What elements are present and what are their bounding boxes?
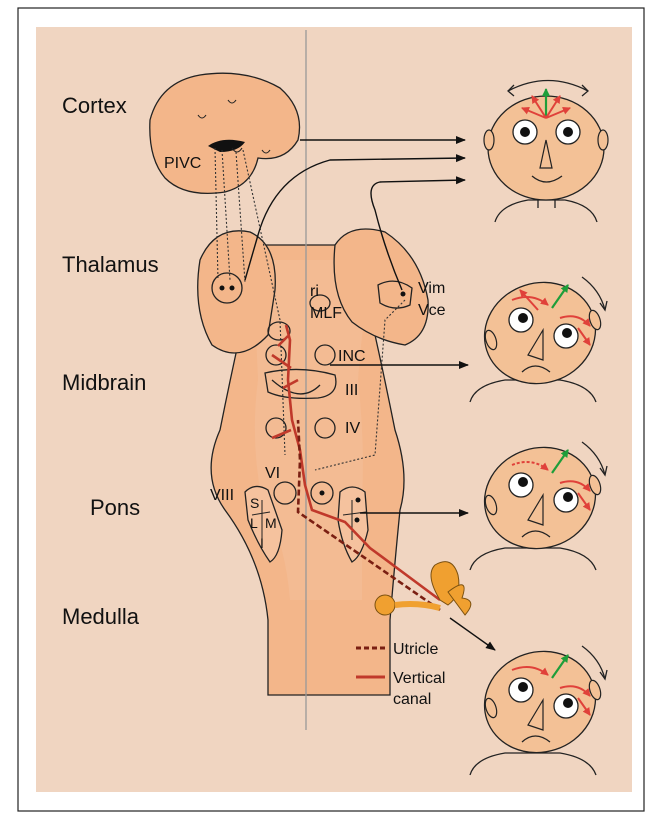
label-ri: ri [310, 283, 319, 300]
level-label-pons: Pons [90, 495, 140, 520]
label-m: M [265, 515, 277, 531]
legend-utricle-label: Utricle [393, 641, 438, 658]
label-i: I [260, 535, 264, 551]
thalamus-left [198, 231, 276, 353]
label-pivc: PIVC [164, 155, 201, 172]
level-label-thalamus: Thalamus [62, 252, 159, 277]
label-mlf: MLF [310, 305, 342, 322]
legend-vertical-label-line2: canal [393, 691, 431, 708]
label-vi: VI [265, 465, 280, 482]
label-inc: INC [338, 348, 366, 365]
level-label-medulla: Medulla [62, 604, 140, 629]
level-label-cortex: Cortex [62, 93, 127, 118]
label-s: S [250, 495, 259, 511]
label-l: L [250, 515, 258, 531]
label-vce: Vce [418, 302, 446, 319]
label-vim: Vim [418, 280, 445, 297]
label-iv: IV [345, 420, 360, 437]
legend-vertical-label-line1: Vertical [393, 670, 445, 687]
label-iii: III [345, 382, 358, 399]
label-viii: VIII [210, 487, 234, 504]
level-label-midbrain: Midbrain [62, 370, 146, 395]
